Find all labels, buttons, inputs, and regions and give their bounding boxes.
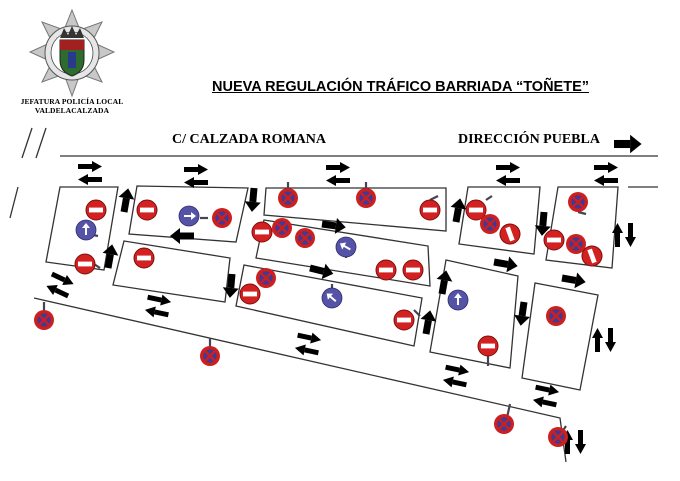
no-parking-sign-icon bbox=[566, 190, 590, 214]
two-way-arrows-icon bbox=[143, 291, 173, 321]
two-way-arrows-icon bbox=[184, 164, 208, 188]
two-way-arrows-icon bbox=[441, 361, 471, 391]
two-way-arrows-icon bbox=[293, 329, 323, 359]
sign-post bbox=[429, 195, 439, 201]
no-entry-sign-icon bbox=[136, 199, 158, 221]
no-entry-sign-icon bbox=[239, 283, 261, 305]
sign-post bbox=[485, 195, 493, 201]
no-parking-sign-icon bbox=[32, 308, 56, 332]
one-way-arrow-east-icon bbox=[560, 270, 588, 291]
no-entry-sign-icon bbox=[419, 199, 441, 221]
page-title: NUEVA REGULACIÓN TRÁFICO BARRIADA “TOÑET… bbox=[212, 79, 589, 95]
no-entry-sign-icon bbox=[375, 259, 397, 281]
road-edge-top-left-b bbox=[35, 127, 47, 159]
two-way-arrows-icon bbox=[496, 162, 520, 186]
coat-of-arms-icon bbox=[59, 39, 85, 77]
sign-post bbox=[413, 309, 421, 317]
organization-name-line1: JEFATURA POLICÍA LOCAL bbox=[20, 97, 124, 106]
two-way-arrows-icon bbox=[531, 381, 561, 411]
two-way-arrows-icon bbox=[612, 223, 636, 247]
no-entry-sign-icon bbox=[251, 221, 273, 243]
no-entry-sign-icon bbox=[393, 309, 415, 331]
no-entry-sign-icon bbox=[74, 253, 96, 275]
no-parking-sign-icon bbox=[276, 186, 300, 210]
no-entry-sign-icon bbox=[543, 229, 565, 251]
no-parking-sign-icon bbox=[254, 266, 278, 290]
no-entry-sign-icon bbox=[85, 199, 107, 221]
no-parking-sign-icon bbox=[544, 304, 568, 328]
block-3 bbox=[263, 187, 447, 232]
block-10 bbox=[521, 282, 599, 391]
two-way-arrows-icon bbox=[44, 269, 76, 301]
street-name-label: C/ CALZADA ROMANA bbox=[172, 132, 326, 147]
block-5 bbox=[112, 240, 231, 303]
no-entry-sign-icon bbox=[133, 247, 155, 269]
no-parking-sign-icon bbox=[546, 425, 570, 449]
road-edge-left-lower bbox=[9, 186, 19, 219]
mandatory-direction-sign-icon bbox=[75, 219, 97, 241]
block-7 bbox=[458, 186, 541, 255]
no-entry-sign-icon bbox=[477, 335, 499, 357]
no-parking-sign-icon bbox=[354, 186, 378, 210]
organization-name-line2: VALDELACALZADA bbox=[34, 106, 110, 115]
police-emblem-logo bbox=[22, 8, 122, 118]
no-parking-sign-icon bbox=[492, 412, 516, 436]
crown-icon bbox=[60, 26, 84, 38]
no-parking-sign-icon bbox=[478, 212, 502, 236]
direction-label: DIRECCIÓN PUEBLA bbox=[458, 132, 600, 147]
sign-post bbox=[577, 210, 587, 216]
no-parking-sign-icon bbox=[198, 344, 222, 368]
no-parking-sign-icon bbox=[270, 216, 294, 240]
one-way-arrow-east-icon bbox=[614, 134, 642, 154]
two-way-arrows-icon bbox=[594, 162, 618, 186]
two-way-arrows-icon bbox=[326, 162, 350, 186]
no-parking-sign-icon bbox=[293, 226, 317, 250]
mandatory-direction-sign-icon bbox=[447, 289, 469, 311]
two-way-arrows-icon bbox=[592, 328, 616, 352]
road-edge-top-left-a bbox=[21, 127, 33, 159]
no-parking-sign-icon bbox=[210, 206, 234, 230]
no-entry-sign-icon bbox=[402, 259, 424, 281]
two-way-arrows-icon bbox=[78, 161, 102, 185]
mandatory-direction-sign-icon bbox=[178, 205, 200, 227]
